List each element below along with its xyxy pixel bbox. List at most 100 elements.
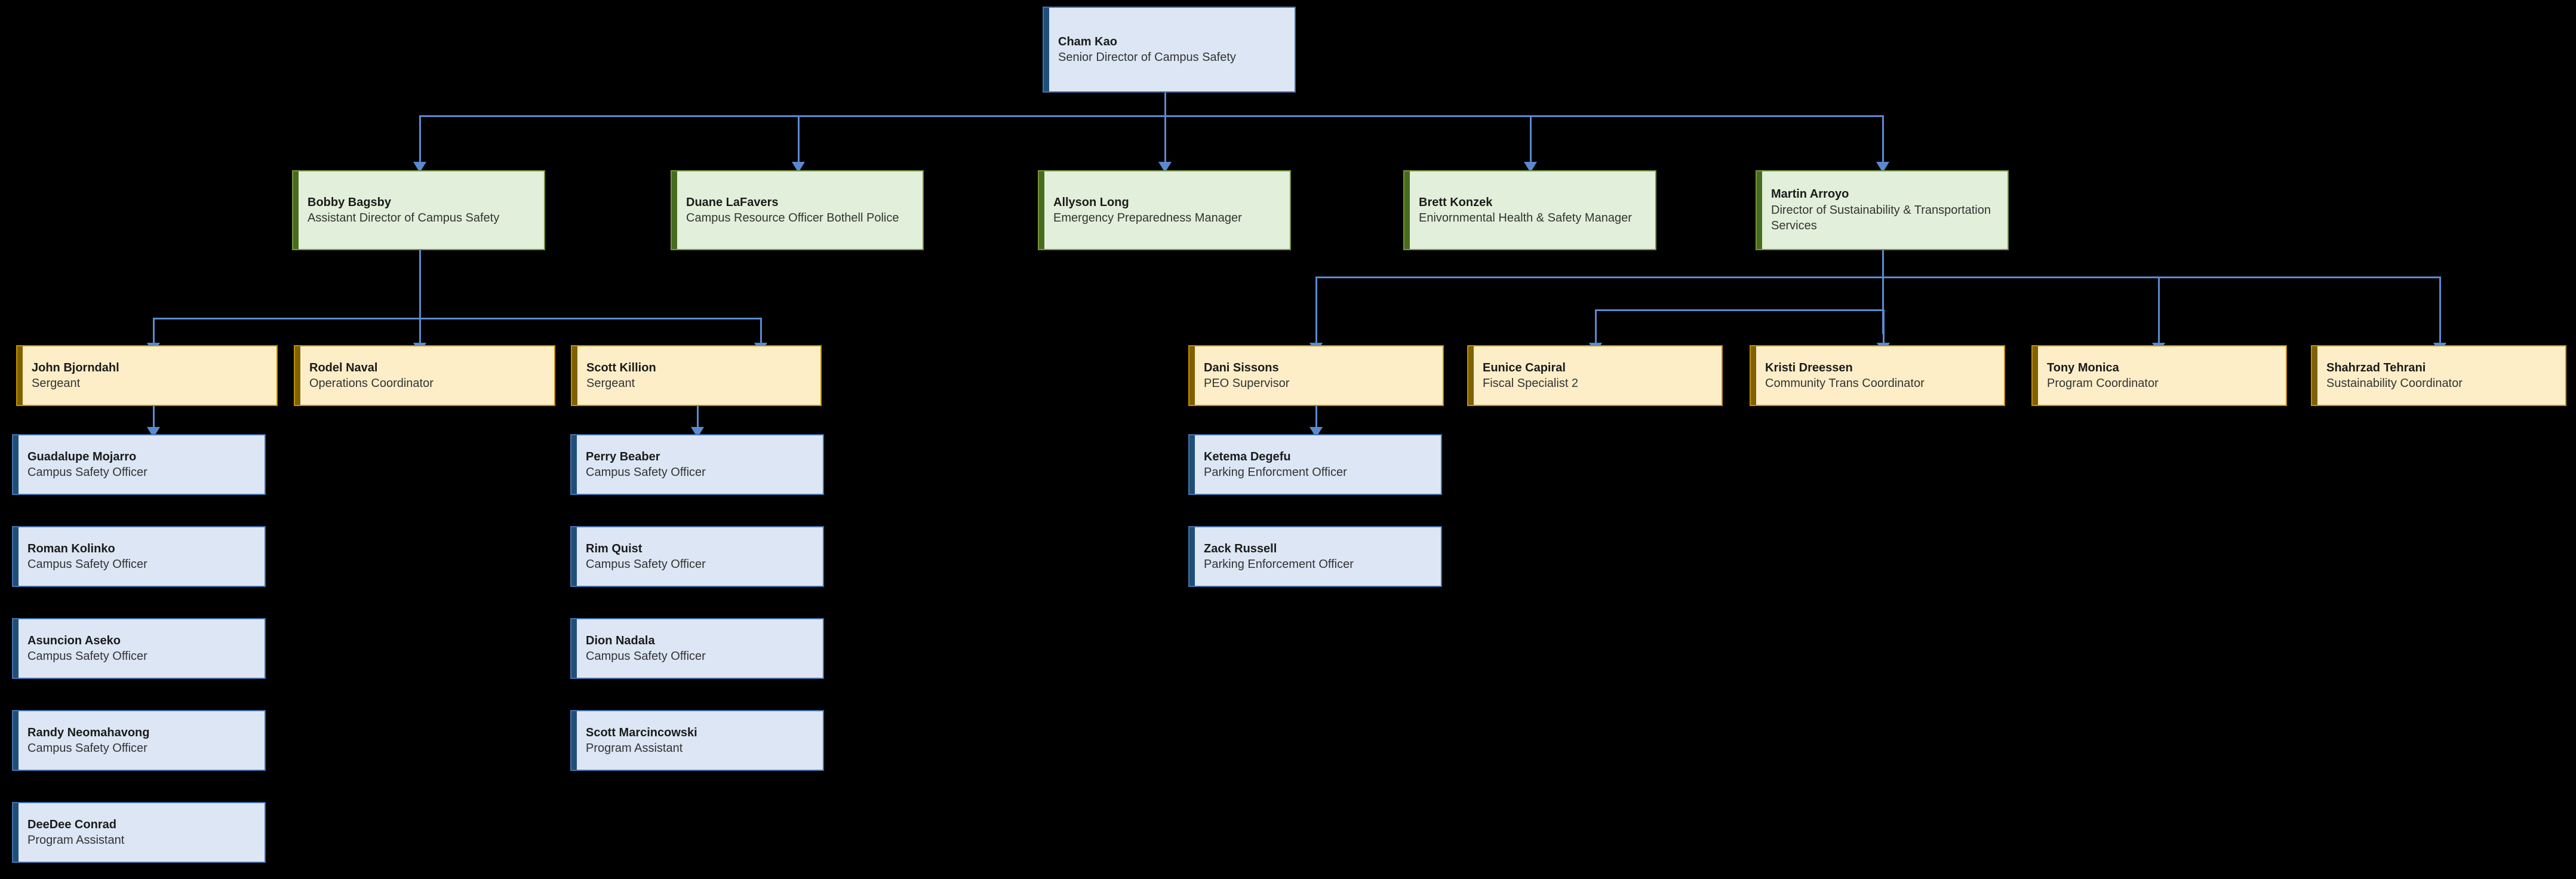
node-accent-bar bbox=[13, 711, 19, 770]
node-title: Campus Safety Officer bbox=[586, 558, 706, 571]
node-accent-bar bbox=[571, 527, 577, 586]
node-title: Campus Safety Officer bbox=[27, 466, 147, 479]
node-john-bjorndahl[interactable]: John Bjorndahl Sergeant bbox=[16, 345, 278, 406]
node-name: Asuncion Aseko bbox=[27, 634, 121, 647]
node-title: Parking Enforcement Officer bbox=[1204, 558, 1354, 571]
node-cham-kao[interactable]: Cham Kao Senior Director of Campus Safet… bbox=[1043, 7, 1296, 93]
node-dion-nadala[interactable]: Dion Nadala Campus Safety Officer bbox=[570, 618, 824, 679]
arrow-to-bobby-bagsby bbox=[413, 162, 426, 173]
node-title: Parking Enforcment Officer bbox=[1204, 466, 1347, 479]
node-title: Campus Safety Officer bbox=[586, 650, 706, 663]
node-name: Bobby Bagsby bbox=[308, 195, 392, 209]
node-title: Sergeant bbox=[32, 377, 81, 390]
connector-to-perry-beaber bbox=[697, 406, 699, 439]
connector-to-duane-lafavers bbox=[798, 115, 800, 164]
node-accent-bar bbox=[1189, 346, 1195, 405]
node-name: Shahrzad Tehrani bbox=[2326, 361, 2426, 374]
node-accent-bar bbox=[572, 346, 577, 405]
node-brett-konzek[interactable]: Brett Konzek Enivornmental Health & Safe… bbox=[1403, 170, 1656, 250]
connector-root-stem bbox=[1164, 93, 1166, 116]
node-accent-bar bbox=[1189, 527, 1195, 586]
node-name: John Bjorndahl bbox=[32, 361, 119, 374]
node-accent-bar bbox=[571, 711, 577, 770]
node-title: Program Assistant bbox=[586, 742, 683, 755]
node-rodel-naval[interactable]: Rodel Naval Operations Coordinator bbox=[294, 345, 555, 406]
node-allyson-long[interactable]: Allyson Long Emergency Preparedness Mana… bbox=[1038, 170, 1291, 250]
node-title: Campus Safety Officer bbox=[586, 466, 706, 479]
node-tony-monica[interactable]: Tony Monica Program Coordinator bbox=[2031, 345, 2287, 406]
arrow-to-allyson-long bbox=[1158, 162, 1172, 173]
node-duane-lafavers[interactable]: Duane LaFavers Campus Resource Officer B… bbox=[671, 170, 924, 250]
node-name: Duane LaFavers bbox=[686, 195, 779, 209]
node-zack-russell[interactable]: Zack Russell Parking Enforcement Officer bbox=[1188, 526, 1442, 587]
connector-to-martin-arroyo bbox=[1882, 115, 1884, 164]
node-accent-bar bbox=[1468, 346, 1474, 405]
node-rim-quist[interactable]: Rim Quist Campus Safety Officer bbox=[570, 526, 824, 587]
node-deedee-conrad[interactable]: DeeDee Conrad Program Assistant bbox=[12, 802, 266, 863]
node-roman-kolinko[interactable]: Roman Kolinko Campus Safety Officer bbox=[12, 526, 266, 587]
node-accent-bar bbox=[13, 619, 19, 678]
node-name: Scott Killion bbox=[586, 361, 656, 374]
node-title: Sustainability Coordinator bbox=[2326, 377, 2463, 390]
connector-to-dani-sissons bbox=[1315, 276, 1317, 345]
connector-martin-stem bbox=[1882, 250, 1884, 334]
connector-martin-bus-upper bbox=[1315, 276, 2441, 278]
node-title: Fiscal Specialist 2 bbox=[1483, 377, 1579, 390]
arrow-to-duane-lafavers bbox=[792, 162, 805, 173]
connector-to-ketema-degefu bbox=[1315, 406, 1317, 439]
connector-root-bus bbox=[419, 115, 1882, 117]
connector-to-guadalupe-mojarro bbox=[153, 406, 155, 439]
node-title: Community Trans Coordinator bbox=[1765, 377, 1925, 390]
node-dani-sissons[interactable]: Dani Sissons PEO Supervisor bbox=[1188, 345, 1444, 406]
connector-to-scott-killion bbox=[760, 318, 762, 345]
connector-martin-bus-lower bbox=[1595, 309, 1885, 311]
node-title: Campus Safety Officer bbox=[27, 558, 147, 571]
node-name: Dion Nadala bbox=[586, 634, 655, 647]
node-accent-bar bbox=[1189, 435, 1195, 494]
node-martin-arroyo[interactable]: Martin Arroyo Director of Sustainability… bbox=[1756, 170, 2009, 250]
node-guadalupe-mojarro[interactable]: Guadalupe Mojarro Campus Safety Officer bbox=[12, 434, 266, 495]
node-scott-killion[interactable]: Scott Killion Sergeant bbox=[571, 345, 822, 406]
connector-bobby-bus bbox=[153, 318, 762, 319]
node-accent-bar bbox=[1404, 171, 1410, 249]
node-randy-neomahavong[interactable]: Randy Neomahavong Campus Safety Officer bbox=[12, 710, 266, 771]
node-title: Program Assistant bbox=[27, 834, 125, 847]
node-accent-bar bbox=[13, 803, 19, 862]
node-accent-bar bbox=[1039, 171, 1044, 249]
connector-to-john-bjorndahl bbox=[153, 318, 155, 345]
node-asuncion-aseko[interactable]: Asuncion Aseko Campus Safety Officer bbox=[12, 618, 266, 679]
node-title: Campus Safety Officer bbox=[27, 742, 147, 755]
node-title: Assistant Director of Campus Safety bbox=[308, 211, 500, 225]
node-title: Campus Safety Officer bbox=[27, 650, 147, 663]
connector-to-tony-monica bbox=[2158, 276, 2160, 345]
node-name: DeeDee Conrad bbox=[27, 817, 116, 831]
node-accent-bar bbox=[1044, 8, 1049, 91]
node-name: Randy Neomahavong bbox=[27, 726, 150, 739]
node-scott-marcincowski[interactable]: Scott Marcincowski Program Assistant bbox=[570, 710, 824, 771]
node-ketema-degefu[interactable]: Ketema Degefu Parking Enforcment Officer bbox=[1188, 434, 1442, 495]
node-eunice-capiral[interactable]: Eunice Capiral Fiscal Specialist 2 bbox=[1467, 345, 1723, 406]
node-accent-bar bbox=[571, 435, 577, 494]
node-name: Guadalupe Mojarro bbox=[27, 450, 137, 463]
node-name: Zack Russell bbox=[1204, 542, 1277, 555]
node-name: Ketema Degefu bbox=[1204, 450, 1291, 463]
arrow-to-brett-konzek bbox=[1524, 162, 1537, 173]
node-accent-bar bbox=[571, 619, 577, 678]
node-accent-bar bbox=[1757, 171, 1762, 249]
node-title: Emergency Preparedness Manager bbox=[1053, 211, 1242, 225]
node-bobby-bagsby[interactable]: Bobby Bagsby Assistant Director of Campu… bbox=[292, 170, 545, 250]
node-accent-bar bbox=[13, 435, 19, 494]
node-name: Scott Marcincowski bbox=[586, 726, 697, 739]
connector-to-allyson-long bbox=[1164, 115, 1166, 164]
node-perry-beaber[interactable]: Perry Beaber Campus Safety Officer bbox=[570, 434, 824, 495]
node-kristi-dreessen[interactable]: Kristi Dreessen Community Trans Coordina… bbox=[1750, 345, 2005, 406]
node-shahrzad-tehrani[interactable]: Shahrzad Tehrani Sustainability Coordina… bbox=[2311, 345, 2566, 406]
node-name: Kristi Dreessen bbox=[1765, 361, 1853, 374]
node-title: Senior Director of Campus Safety bbox=[1058, 51, 1236, 64]
connector-to-eunice-capiral bbox=[1595, 309, 1597, 345]
node-name: Tony Monica bbox=[2047, 361, 2119, 374]
node-title: Enivornmental Health & Safety Manager bbox=[1419, 211, 1632, 225]
node-accent-bar bbox=[1751, 346, 1756, 405]
node-title: Campus Resource Officer Bothell Police bbox=[686, 211, 899, 225]
